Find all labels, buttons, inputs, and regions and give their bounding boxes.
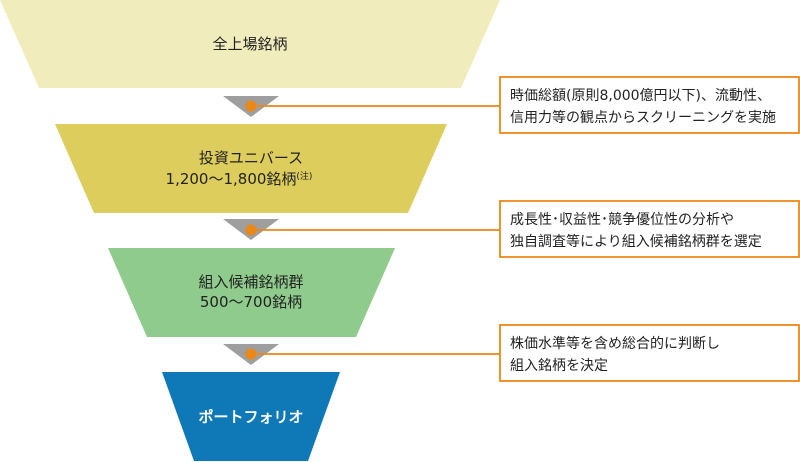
criteria-2-line-1: 成長性･収益性･競争優位性の分析や — [510, 212, 734, 228]
funnel-stage-4 — [162, 372, 340, 461]
stage-1-label: 全上場銘柄 — [212, 35, 287, 53]
criteria-3-line-1: 株価水準等を含め総合的に判断し — [510, 335, 720, 352]
criteria-box-2 — [499, 200, 800, 258]
criteria-2-line-2: 独自調査等により組入候補銘柄群を選定 — [510, 233, 762, 250]
stage-2-label: 投資ユニバース — [199, 149, 303, 167]
criteria-box-3 — [499, 324, 800, 382]
criteria-1-line-1: 時価総額(原則8,000億円以下)、流動性、 — [510, 88, 771, 104]
stage-3-count: 500～700銘柄 — [200, 293, 302, 311]
funnel-stage-3 — [108, 248, 395, 337]
criteria-box-1 — [499, 76, 800, 134]
stage-4-label: ポートフォリオ — [198, 408, 303, 426]
stage-2-count: 1,200～1,800銘柄(注) — [166, 170, 313, 188]
stage-2-note: (注) — [296, 170, 312, 182]
funnel-stage-1 — [0, 0, 500, 88]
funnel-stage-2 — [55, 124, 447, 213]
stage-3-label: 組入候補銘柄群 — [198, 273, 303, 291]
criteria-3-line-2: 組入銘柄を決定 — [510, 358, 608, 374]
criteria-1-line-2: 信用力等の観点からスクリーニングを実施 — [510, 109, 776, 126]
stage-2-count-value: 1,200～1,800銘柄 — [166, 170, 297, 188]
